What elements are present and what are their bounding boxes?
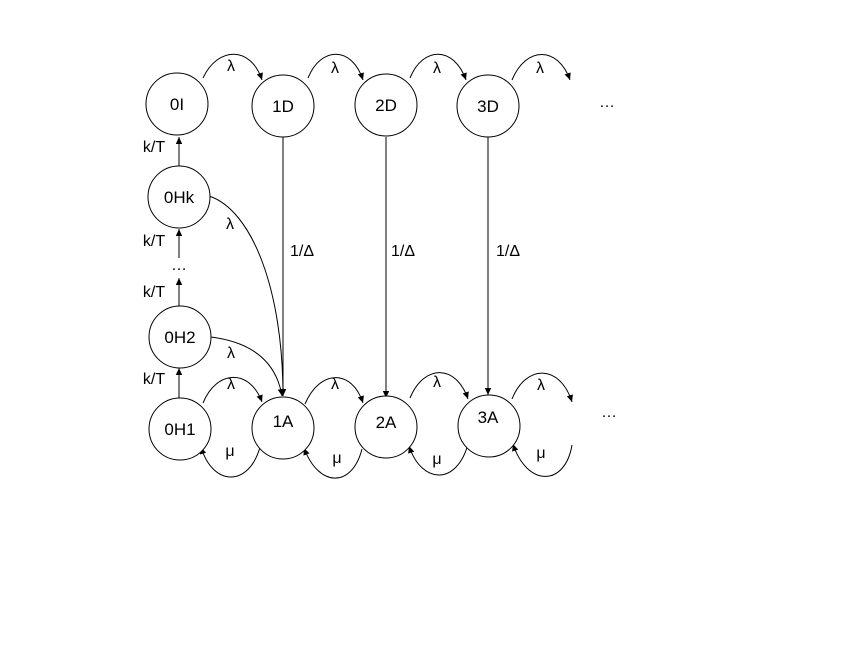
edge-0H1-1A	[202, 377, 263, 404]
delay-label: 1/Δ	[290, 243, 314, 260]
node-label: 0Hk	[164, 188, 195, 207]
setup-label: k/T	[143, 284, 165, 301]
edge-next-3A	[512, 443, 573, 477]
edge-2D-3D	[409, 53, 467, 81]
mu-label: μ	[536, 445, 545, 462]
node-0H1: 0H1	[148, 397, 212, 461]
node-1D: 1D	[251, 74, 315, 138]
setup-label: k/T	[143, 371, 165, 388]
edge-2A-3A	[409, 372, 469, 400]
node-2D: 2D	[354, 73, 418, 137]
lambda-label: λ	[331, 376, 339, 393]
node-label: 2D	[375, 96, 397, 115]
mu-label: μ	[225, 443, 234, 460]
ellipsis-top: …	[599, 94, 615, 111]
lambda-label: λ	[227, 345, 235, 362]
node-label: 3A	[478, 408, 499, 427]
lambda-label: λ	[536, 60, 544, 77]
node-1A: 1A	[251, 396, 315, 460]
edge-1A-2A	[304, 377, 364, 405]
edge-3A-2A	[408, 443, 469, 476]
lambda-label: λ	[537, 377, 545, 394]
edge-2A-1A	[303, 447, 363, 479]
ellipsis-left: …	[171, 257, 187, 274]
edge-0Hk-1A	[208, 195, 287, 397]
node-0I: 0I	[145, 72, 209, 136]
node-3A: 3A	[457, 394, 521, 458]
lambda-label: λ	[433, 60, 441, 77]
node-0Hk: 0Hk	[147, 165, 211, 229]
lambda-label: λ	[331, 60, 339, 77]
edge-3A-next	[511, 372, 573, 403]
lambda-label: λ	[227, 376, 235, 393]
node-3D: 3D	[456, 74, 520, 138]
node-label: 0H2	[164, 328, 195, 347]
node-label: 2A	[376, 413, 397, 432]
node-label: 0I	[170, 95, 184, 114]
edge-0I-1D	[202, 53, 263, 81]
node-0H2: 0H2	[148, 305, 212, 369]
node-label: 0H1	[164, 420, 195, 439]
edge-1D-2D	[307, 53, 364, 81]
lambda-label: λ	[226, 216, 234, 233]
lambda-label: λ	[433, 374, 441, 391]
node-label: 1D	[272, 97, 294, 116]
node-2A: 2A	[354, 395, 418, 459]
setup-label: k/T	[143, 233, 165, 250]
node-label: 3D	[477, 97, 499, 116]
node-label: 1A	[273, 412, 294, 431]
delay-label: 1/Δ	[496, 243, 520, 260]
edge-0H2-1A	[210, 336, 285, 397]
lambda-label: λ	[227, 58, 235, 75]
delay-label: 1/Δ	[391, 243, 415, 260]
mu-label: μ	[332, 450, 341, 467]
mu-label: μ	[432, 451, 441, 468]
edge-1A-0H1	[199, 446, 261, 478]
ellipsis-bottom: …	[601, 404, 617, 421]
edge-3D-next	[511, 54, 571, 81]
setup-label: k/T	[143, 139, 165, 156]
